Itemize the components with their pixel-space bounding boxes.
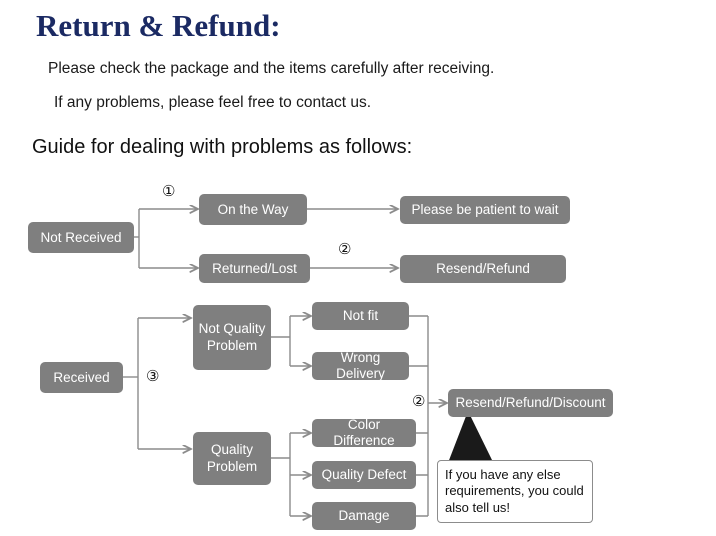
node-label: Not Received [40,229,122,245]
node-label: Wrong Delivery [336,350,385,381]
node-returned-lost[interactable]: Returned/Lost [199,254,310,283]
node-label: Quality Defect [321,467,407,483]
node-not-received[interactable]: Not Received [28,222,134,253]
marker-three: ③ [146,368,160,385]
node-not-quality-problem[interactable]: Not Quality Problem [193,305,271,370]
header-line-2: If any problems, please feel free to con… [54,94,372,111]
node-quality-defect[interactable]: Quality Defect [312,461,416,489]
node-label: Color Difference [333,417,395,448]
node-label: Not fit [342,308,379,324]
node-label: Quality Problem [206,441,258,474]
node-label: Resend/Refund/Discount [455,395,606,411]
node-quality-problem[interactable]: Quality Problem [193,432,271,485]
node-label: Not Quality Problem [198,320,266,353]
node-label: Returned/Lost [212,260,297,276]
marker-one: ① [162,183,176,200]
node-not-fit[interactable]: Not fit [312,302,409,330]
node-received[interactable]: Received [40,362,123,393]
page-title: Return & Refund: [36,8,281,43]
marker-two-top: ② [338,241,352,258]
node-resend-refund-discount[interactable]: Resend/Refund/Discount [448,389,613,417]
node-label: Received [53,369,110,385]
marker-two-bottom: ② [412,393,426,410]
node-wrong-delivery[interactable]: Wrong Delivery [312,350,409,381]
header-line-1: Please check the package and the items c… [48,60,495,77]
node-color-difference[interactable]: Color Difference [312,417,416,448]
node-please-be-patient-to-wait[interactable]: Please be patient to wait [400,196,570,224]
node-on-the-way[interactable]: On the Way [199,194,307,225]
node-resend-refund[interactable]: Resend/Refund [400,255,566,283]
guide-heading: Guide for dealing with problems as follo… [32,136,413,158]
node-label: Damage [338,508,390,524]
node-damage[interactable]: Damage [312,502,416,530]
node-label: On the Way [217,201,289,217]
node-label: Resend/Refund [436,261,530,277]
node-label: Please be patient to wait [411,202,559,218]
callout-box: If you have any else requirements, you c… [437,460,593,523]
